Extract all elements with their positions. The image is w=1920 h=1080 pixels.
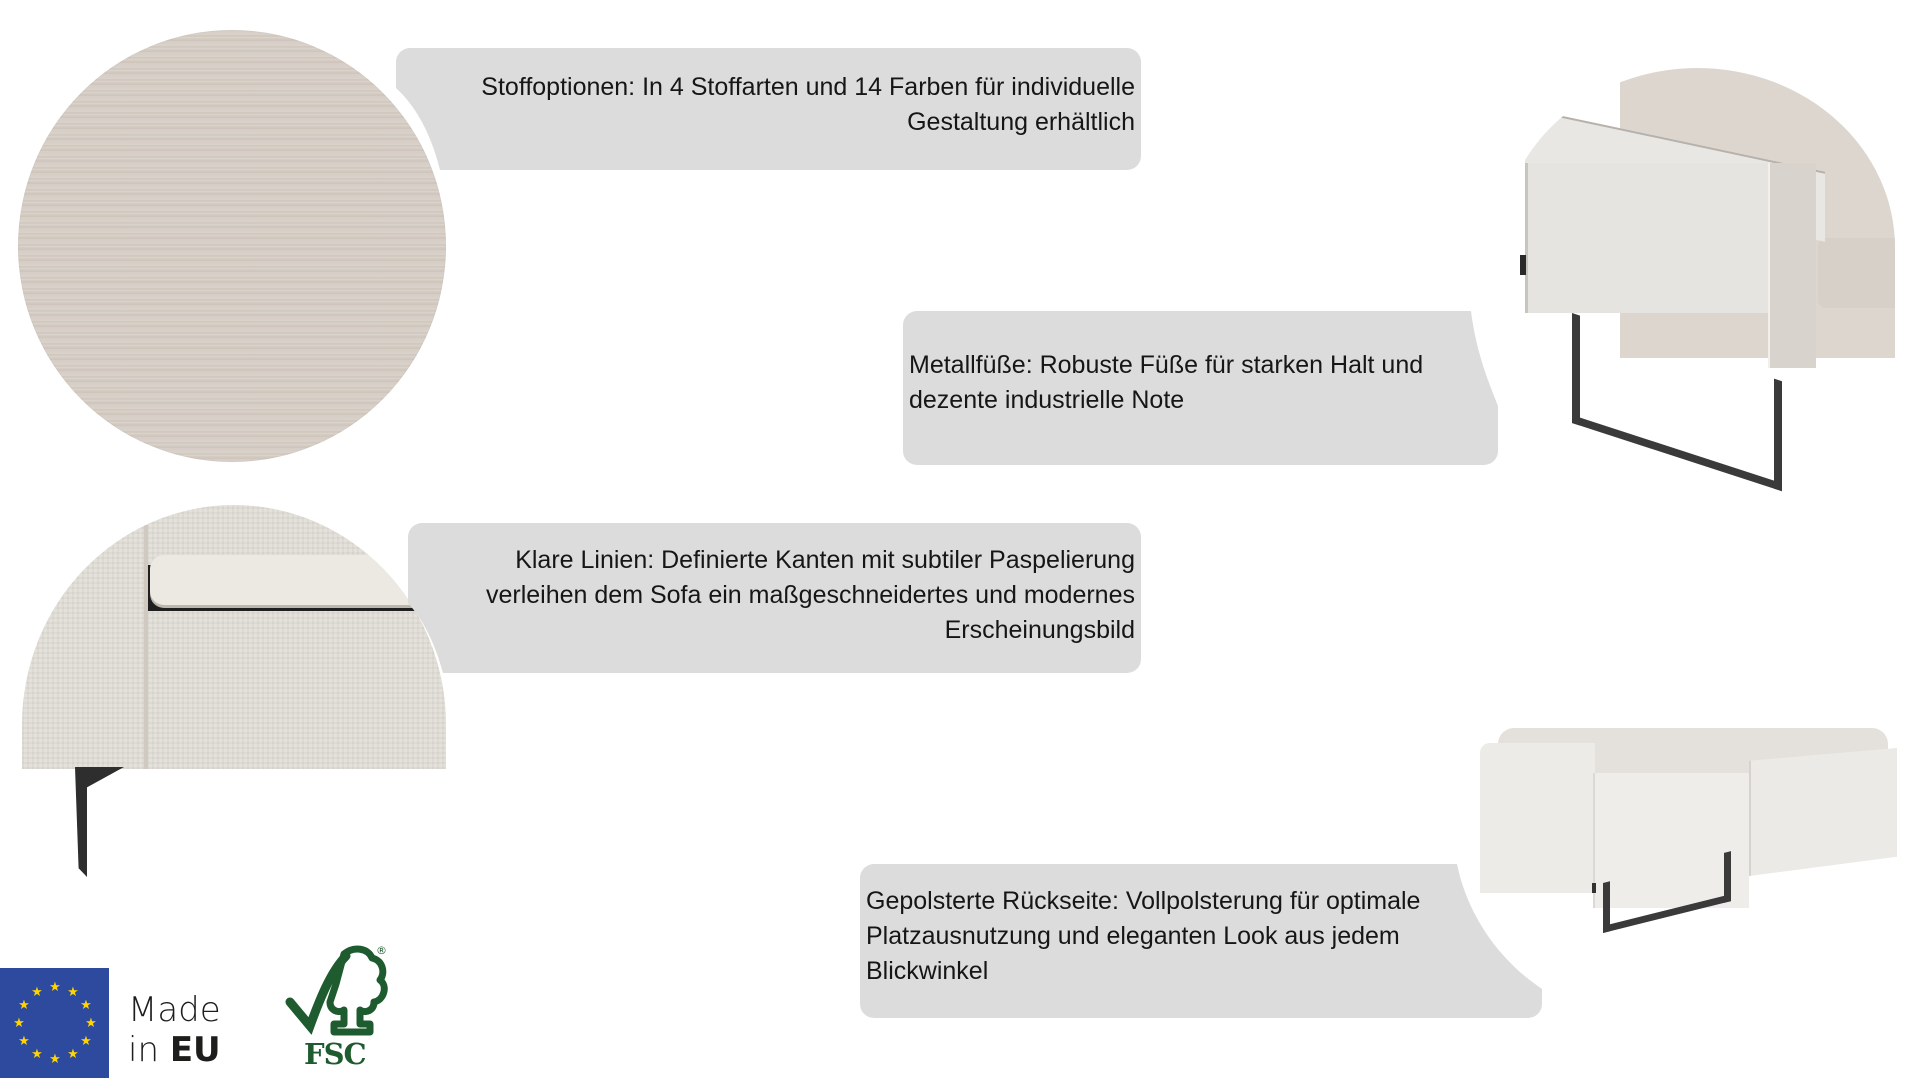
armrest-metal-feet-image — [1500, 68, 1895, 492]
cushion-leg — [75, 767, 87, 877]
feature-text-line: Stoffoptionen: In 4 Stoffarten und 14 Fa… — [481, 73, 1135, 101]
sofa-back-image — [1478, 718, 1898, 938]
fsc-tree-checkmark-icon — [285, 945, 388, 1036]
feature-fabric-options: Stoffoptionen: In 4 Stoffarten und 14 Fa… — [396, 48, 1141, 170]
fsc-logo: ® FSC — [284, 944, 390, 1072]
feature-text-line: Gestaltung erhältlich — [907, 108, 1135, 136]
eu-flag-icon: ★ ★ ★ ★ ★ ★ ★ ★ ★ ★ ★ ★ — [0, 968, 109, 1078]
fabric-swatch-image — [18, 30, 446, 462]
feature-upholstered-back: Gepolsterte Rückseite: Vollpolsterung fü… — [860, 864, 1542, 1018]
cushion-leg-brace — [84, 767, 124, 789]
cushion-detail-image — [22, 505, 446, 769]
made-in-prefix: in — [128, 1030, 170, 1070]
feature-text-line: dezente industrielle Note — [909, 386, 1185, 414]
feature-text-line: Klare Linien: Definierte Kanten mit subt… — [515, 545, 1135, 574]
feature-text-line: verleihen dem Sofa ein maßgeschneidertes… — [486, 580, 1135, 609]
feature-text-line: Erscheinungsbild — [944, 615, 1135, 644]
feature-text-line: Blickwinkel — [866, 956, 989, 985]
made-in-line1: Made — [128, 990, 221, 1030]
feature-text-line: Platzausnutzung und eleganten Look aus j… — [866, 921, 1400, 950]
feature-text-line: Metallfüße: Robuste Füße für starken Hal… — [909, 351, 1424, 379]
made-in-eu-label: Made in EU — [128, 990, 221, 1070]
made-in-eu-bold: EU — [169, 1030, 221, 1070]
made-in-line2: in EU — [128, 1030, 221, 1070]
registered-mark: ® — [376, 944, 387, 957]
fsc-label: FSC — [304, 1037, 367, 1071]
feature-clean-lines: Klare Linien: Definierte Kanten mit subt… — [408, 523, 1141, 673]
feature-text-line: Gepolsterte Rückseite: Vollpolsterung fü… — [866, 886, 1421, 915]
feature-metal-feet: Metallfüße: Robuste Füße für starken Hal… — [903, 311, 1498, 465]
